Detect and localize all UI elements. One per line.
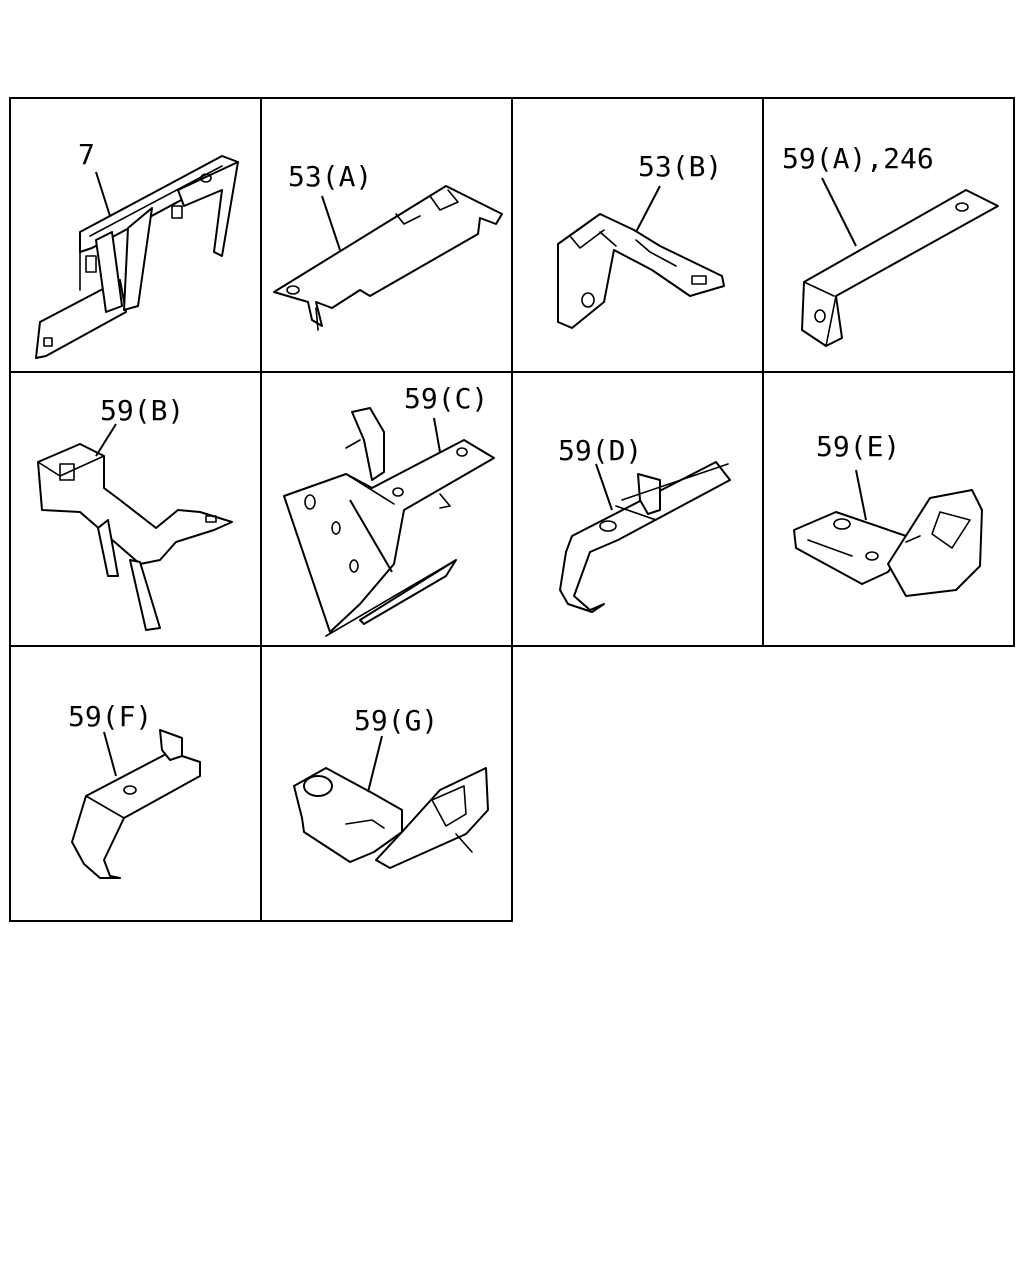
part-cell-59b[interactable]: 59(B) bbox=[37, 394, 233, 631]
leader-line-59g bbox=[367, 735, 383, 793]
grid-lines bbox=[9, 97, 1015, 922]
leader-line-7 bbox=[95, 171, 111, 217]
part-label-59a: 59(A),246 bbox=[782, 142, 934, 175]
leader-line-59e bbox=[855, 469, 867, 521]
part-label-53b: 53(B) bbox=[638, 150, 722, 183]
part-label-59f: 59(F) bbox=[68, 700, 152, 733]
part-label-59b: 59(B) bbox=[100, 394, 184, 427]
leader-line-59c bbox=[433, 417, 441, 453]
bracket-59g-drawing bbox=[293, 767, 489, 869]
leader-line-53b bbox=[635, 185, 661, 233]
part-cell-59g[interactable]: 59(G) bbox=[293, 704, 489, 869]
leader-line-59c-2 bbox=[349, 499, 393, 573]
part-cell-59a[interactable]: 59(A),246 bbox=[782, 142, 999, 347]
part-cell-59f[interactable]: 59(F) bbox=[68, 700, 201, 879]
bracket-59f-drawing bbox=[71, 729, 201, 879]
part-cell-53a[interactable]: 53(A) bbox=[273, 160, 503, 331]
part-label-7: 7 bbox=[78, 138, 95, 171]
part-cell-59c[interactable]: 59(C) bbox=[283, 382, 495, 637]
bracket-59c-drawing bbox=[283, 407, 495, 637]
part-cell-7[interactable]: 7 bbox=[35, 138, 239, 359]
bracket-59d-drawing bbox=[559, 461, 731, 613]
bracket-59a-drawing bbox=[801, 189, 999, 347]
part-label-59c: 59(C) bbox=[404, 382, 488, 415]
bracket-59e-drawing bbox=[793, 489, 983, 597]
part-label-59d: 59(D) bbox=[558, 434, 642, 467]
bracket-53a-drawing bbox=[273, 185, 503, 331]
leader-line-59d bbox=[595, 463, 613, 511]
part-cell-53b[interactable]: 53(B) bbox=[557, 150, 725, 329]
part-label-59g: 59(G) bbox=[354, 704, 438, 737]
part-cell-59e[interactable]: 59(E) bbox=[793, 430, 983, 597]
part-label-59e: 59(E) bbox=[816, 430, 900, 463]
bracket-53b-drawing bbox=[557, 213, 725, 329]
bracket-59b-drawing bbox=[37, 443, 233, 631]
leader-line-59a bbox=[821, 177, 857, 247]
leader-line-53a bbox=[321, 195, 341, 251]
part-label-53a: 53(A) bbox=[288, 160, 372, 193]
leader-line-59f bbox=[103, 731, 117, 777]
bracket-7-drawing bbox=[35, 155, 239, 359]
leader-line-59b bbox=[95, 423, 117, 457]
part-cell-59d[interactable]: 59(D) bbox=[558, 434, 731, 613]
